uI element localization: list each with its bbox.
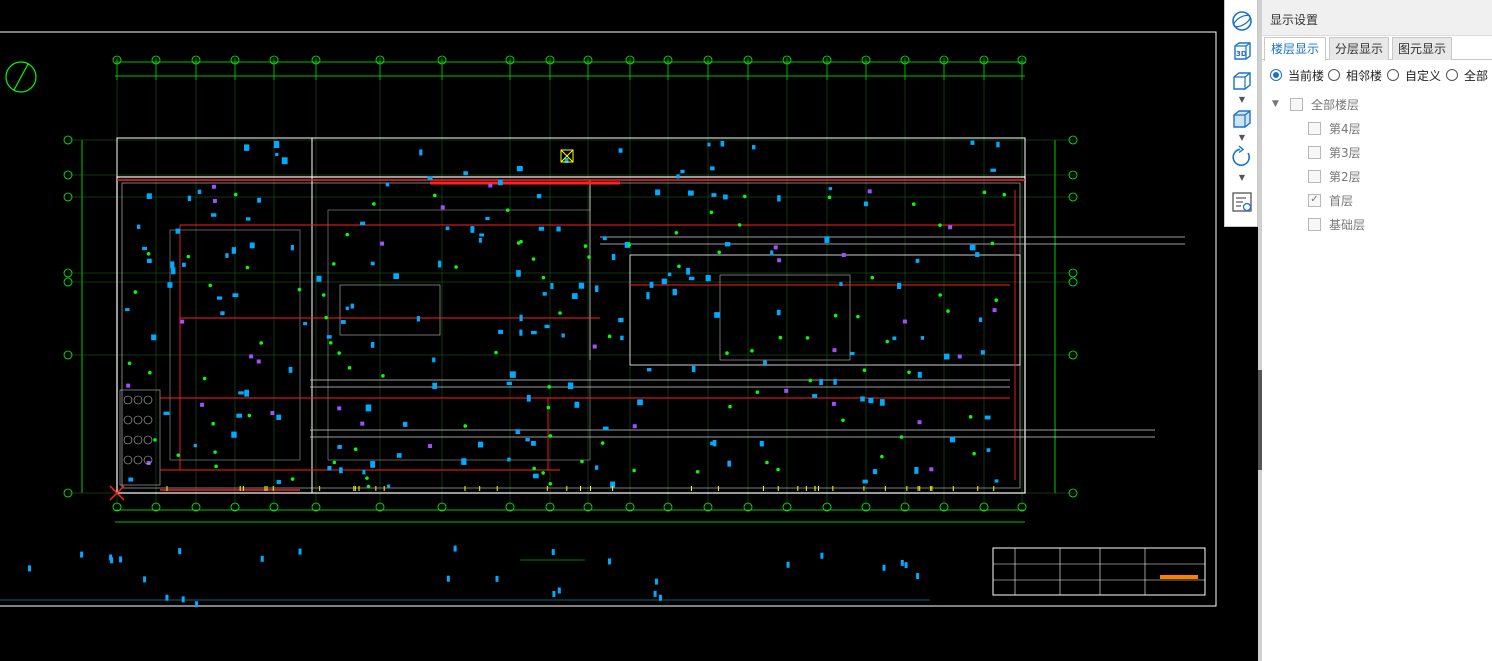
checkbox-floor-3[interactable] [1308,145,1321,159]
sheet-border [0,31,1217,607]
orbit-icon [1232,11,1252,31]
floor-item-label: 第4层 [1329,121,1361,136]
north-arrow-icon [5,61,37,93]
checkbox-floor-4[interactable] [1308,121,1321,135]
checkbox-all-floors[interactable] [1290,97,1303,111]
floor-item-label: 第3层 [1329,145,1361,160]
floor-item-4[interactable]: 第4层 [1308,118,1361,138]
radio-all[interactable]: 全部 [1446,66,1488,84]
radio-adjacent-floor[interactable]: 相邻楼 [1328,66,1382,84]
tab-element-display[interactable]: 图元显示 [1392,37,1452,60]
radio-current-floor[interactable]: 当前楼 [1270,66,1324,84]
cube-view-button[interactable] [1229,68,1255,94]
3d-label: 3D [1236,50,1247,58]
view-toolbar: 3D ▼ ▼ ▼ [1224,0,1258,227]
shaded-cube-icon [1233,110,1251,128]
checkbox-floor-2[interactable] [1308,169,1321,183]
rotate-icon [1232,145,1250,166]
panel-title: 显示设置 [1262,0,1492,36]
origin-marker-icon [109,485,125,501]
floor-scope-radios: 当前楼 相邻楼 自定义 全部 [1262,66,1492,84]
floor-tree-root[interactable]: ▼ 全部楼层 [1272,94,1359,114]
3d-view-button[interactable]: 3D [1229,38,1255,64]
shaded-cube-dropdown-icon[interactable]: ▼ [1238,133,1246,142]
floor-plan-drawing [0,31,1217,608]
radio-all-indicator [1446,69,1458,81]
title-block [992,547,1206,596]
collapse-arrow-icon[interactable]: ▼ [1272,99,1279,109]
radio-custom-label: 自定义 [1405,68,1442,83]
display-settings-icon [1232,192,1252,212]
tab-layer-display[interactable]: 分层显示 [1329,37,1389,60]
tab-floor-display[interactable]: 楼层显示 [1264,37,1326,61]
cad-canvas[interactable] [0,0,1258,661]
floor-tree-root-label: 全部楼层 [1311,97,1360,112]
floor-item-1[interactable]: ✓ 首层 [1308,190,1353,210]
orbit-button[interactable] [1229,8,1255,34]
radio-all-label: 全部 [1464,68,1489,83]
display-tabs: 楼层显示 分层显示 图元显示 [1262,36,1492,61]
checkbox-floor-foundation[interactable] [1308,217,1321,231]
cube-view-icon [1233,72,1251,90]
floor-item-label: 首层 [1329,193,1354,208]
cube-view-dropdown-icon[interactable]: ▼ [1238,95,1246,104]
checkbox-floor-1[interactable]: ✓ [1308,193,1321,207]
radio-adjacent-floor-indicator [1328,69,1340,81]
radio-current-floor-indicator [1270,69,1282,81]
rotate-button[interactable] [1229,144,1255,170]
splitter-handle[interactable] [1258,370,1262,470]
display-settings-panel: 显示设置 楼层显示 分层显示 图元显示 当前楼 相邻楼 自定义 全部 ▼ 全部楼… [1262,0,1492,661]
shaded-cube-button[interactable] [1229,106,1255,132]
display-settings-button[interactable] [1229,189,1255,215]
panel-splitter[interactable] [1258,0,1262,661]
radio-custom[interactable]: 自定义 [1387,66,1441,84]
radio-adjacent-floor-label: 相邻楼 [1346,68,1383,83]
radio-custom-indicator [1387,69,1399,81]
floor-item-label: 第2层 [1329,169,1361,184]
radio-current-floor-label: 当前楼 [1288,68,1325,83]
3d-view-icon: 3D [1234,42,1251,60]
floor-item-3[interactable]: 第3层 [1308,142,1361,162]
rotate-dropdown-icon[interactable]: ▼ [1238,173,1246,182]
floor-item-foundation[interactable]: 基础层 [1308,214,1365,234]
floor-item-2[interactable]: 第2层 [1308,166,1361,186]
floor-item-label: 基础层 [1329,217,1366,232]
